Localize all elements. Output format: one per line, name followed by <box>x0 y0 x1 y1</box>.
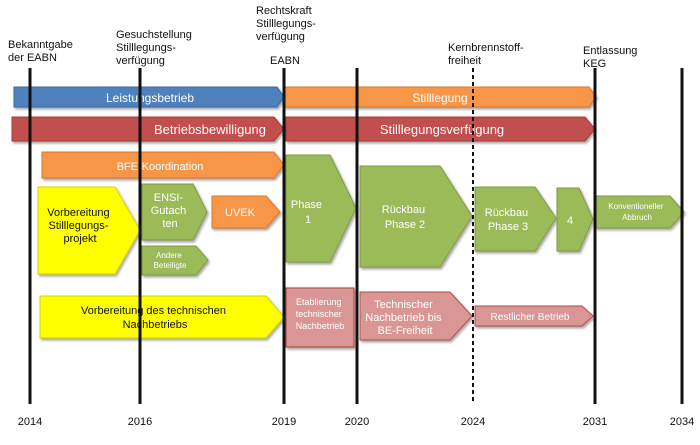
block-rueckbau-phase-3-label: Rückbau Phase 3 <box>485 207 531 233</box>
block-andere-beteiligte <box>141 245 209 276</box>
bar-stilllegungsverfuegung <box>285 116 596 142</box>
block-rueckbau-phase-3 <box>474 186 557 252</box>
year-label-2016: 2016 <box>128 416 152 428</box>
bar-stilllegung-label: Stilllegung <box>412 91 467 105</box>
milestone-2024-label: Kernbrennstoff- freiheit <box>448 42 527 67</box>
block-technischer-nachbetrieb-label: Technischer Nachbetrieb bis BE-Freiheit <box>365 299 445 337</box>
year-label-2031: 2031 <box>583 416 607 428</box>
block-rueckbau-phase-2 <box>359 165 473 268</box>
bar-leistungsbetrieb-label: Leistungsbetrieb <box>106 91 194 105</box>
block-vorbereitung-label: Vorbereitung Stilllegungs- projekt <box>47 207 112 245</box>
block-rueckbau-phase-2-label: Rückbau Phase 2 <box>382 204 428 231</box>
block-uvek-label: UVEK <box>225 207 256 219</box>
year-label-2020: 2020 <box>345 416 369 428</box>
bar-betriebsbewilligung <box>11 116 285 142</box>
block-phase-1 <box>285 154 357 263</box>
block-vorbereitung-nachbetrieb <box>39 295 285 339</box>
year-label-2019: 2019 <box>272 416 296 428</box>
year-label-2034: 2034 <box>670 416 694 428</box>
milestone-2014-label: Bekanntgabe der EABN <box>8 39 76 64</box>
block-ensi-gutachten-label: ENSI- Gutach ten <box>151 192 190 230</box>
block-phase-4-label: 4 <box>567 215 573 227</box>
milestone-2019-eabn-label: EABN <box>270 55 300 67</box>
block-restlicher-betrieb <box>474 305 594 327</box>
block-ensi-gutachten <box>141 183 208 241</box>
year-label-2024: 2024 <box>461 416 485 428</box>
bar-betriebsbewilligung-label: Betriebsbewilligung <box>154 122 266 137</box>
block-phase-1-label: Phase 1 <box>291 199 325 226</box>
block-etablierung-nachbetrieb <box>285 287 355 348</box>
milestone-2031-label: Entlassung KEG <box>583 45 641 70</box>
block-uvek <box>211 195 281 229</box>
block-vorbereitung-stilllegungsprojekt <box>37 186 141 275</box>
year-label-2014: 2014 <box>18 416 42 428</box>
milestone-2016-label: Gesuchstellung Stilllegungs- verfügung <box>116 29 195 67</box>
block-phase-4 <box>556 187 594 252</box>
block-etablierung-label: Etablierung technischer Nachbetrieb <box>296 297 345 331</box>
bar-bfe-koordination <box>41 151 285 179</box>
bar-bfe-koordination-label: BFE-Koordination <box>117 161 204 173</box>
block-technischer-nachbetrieb <box>359 291 473 341</box>
block-restlicher-betrieb-label: Restlicher Betrieb <box>491 312 570 323</box>
milestone-2019-label: Rechtskraft Stilllegungs- verfügung <box>256 5 319 43</box>
bar-leistungsbetrieb <box>13 86 285 108</box>
block-konventioneller-abbruch <box>595 195 685 229</box>
block-konventioneller-abbruch-label: Konventioneller Abbruch <box>608 202 665 222</box>
bar-stilllegungsverfuegung-label: Stilllegungsverfügung <box>380 122 504 137</box>
block-andere-beteiligte-label: Andere Beteiligte <box>154 251 187 270</box>
